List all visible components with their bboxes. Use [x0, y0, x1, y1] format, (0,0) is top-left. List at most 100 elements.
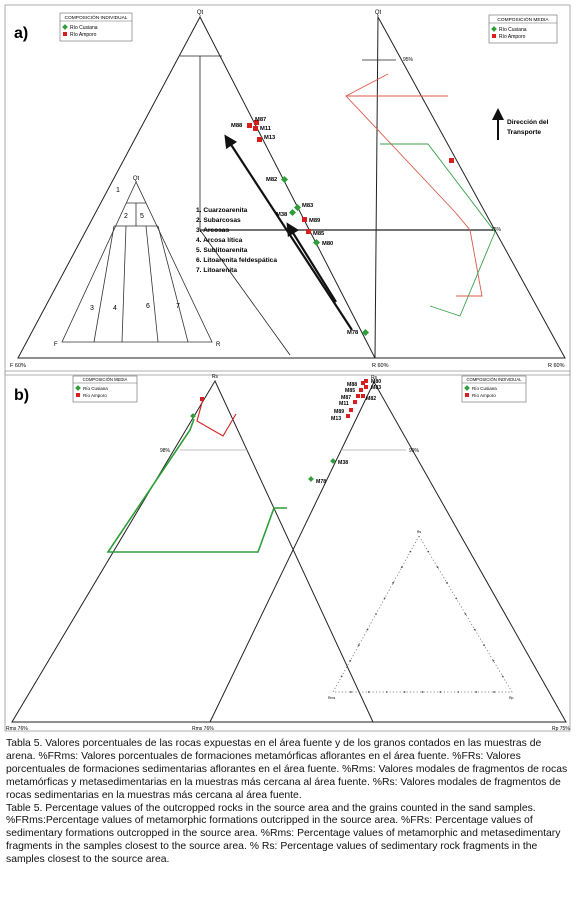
- inset-grid-dot: [464, 613, 467, 615]
- inset-grid-dot: [493, 691, 495, 693]
- legend-item-label: Río Amporo: [472, 393, 496, 398]
- inset-field-number: 5: [140, 213, 144, 220]
- sample-point-m38: M38: [330, 458, 348, 466]
- sample-point-m87: M87: [341, 394, 360, 401]
- inset-field-number: 6: [146, 303, 150, 310]
- legend-item-label: Río Cusiana: [472, 386, 497, 391]
- sample-point-m87: M87: [254, 117, 266, 125]
- sample-label: M78: [316, 479, 326, 485]
- apex-label-qt: Qt: [197, 10, 204, 16]
- inset-grid-dot: [446, 581, 448, 584]
- sample-point-m89: M89: [302, 217, 321, 224]
- legend-title: COMPOSICIÓN INDIVIDUAL: [65, 14, 128, 21]
- classification-item: 5. Sublitoarenita: [196, 247, 248, 254]
- inset-field-number: 3: [90, 305, 94, 312]
- inset-corner-r: R: [216, 342, 221, 348]
- line-label-98: 98%: [160, 448, 171, 454]
- amporo-field-line: [345, 73, 483, 297]
- inset-grid-dot: [439, 691, 442, 693]
- inset-grid-dot: [403, 691, 406, 693]
- caption-english: Table 5. Percentage values of the outcro…: [6, 802, 561, 866]
- inset-field-number: 2: [124, 213, 128, 220]
- panel-a: a) COMPOSICIÓN INDIVIDUAL Río Cusiana Rí…: [4, 4, 571, 376]
- inset-apex-label: Qt: [133, 176, 140, 182]
- inset-grid-dot: [357, 644, 360, 647]
- apex-label-rp: Rp 75%: [552, 726, 570, 732]
- inset-grid-dot: [367, 691, 370, 693]
- sample-label: M88: [231, 123, 243, 129]
- sample-label: M13: [331, 416, 341, 422]
- sample-point-m38: M38: [276, 208, 297, 218]
- classification-item: 2. Subarcosas: [196, 217, 241, 224]
- inset-grid-dot: [475, 691, 478, 693]
- inset-grid-dot: [350, 691, 352, 693]
- panel-b-label: b): [14, 387, 29, 404]
- inset-grid-dot: [421, 691, 424, 693]
- legend-item-label: Río Cusiana: [499, 27, 527, 33]
- panel-a-legend-right: COMPOSICIÓN MEDIA Río Cusiana Río Amporo: [488, 14, 558, 44]
- inset-grid-dot: [385, 691, 388, 693]
- cusiana-mean-marker: [190, 413, 196, 419]
- classification-item: 7. Litoarenita: [196, 267, 237, 274]
- diamond-marker-icon: [464, 385, 470, 391]
- panel-b-legend-left: COMPOSICIÓN MEDIA Río Cusiana Río Amporo: [72, 375, 138, 403]
- inset-grid-dot: [492, 659, 495, 662]
- classification-list: 1. Cuarzoarenita 2. Subarcosas 3. Arcosa…: [196, 207, 277, 274]
- inset-ternary: [61, 181, 213, 343]
- line-label-95: 95%: [403, 57, 414, 63]
- sample-label: M85: [345, 388, 355, 394]
- legend-item-label: Río Amporo: [83, 393, 107, 398]
- legend-title: COMPOSICIÓN INDIVIDUAL: [467, 377, 523, 382]
- panel-a-label: a): [14, 25, 28, 42]
- sample-point-m83: M83: [293, 203, 314, 212]
- classification-item: 3. Arcosas: [196, 227, 229, 234]
- sample-label: M82: [266, 177, 277, 183]
- inset-grid-dot: [340, 675, 343, 678]
- apex-label-rs: Rs: [371, 375, 378, 381]
- sample-label: M38: [276, 212, 288, 218]
- sample-label: M80: [371, 379, 381, 385]
- inset-grid-dot: [383, 597, 386, 600]
- legend-title: COMPOSICIÓN MEDIA: [83, 377, 128, 382]
- sample-label: M38: [338, 460, 348, 466]
- sample-point-m82: M82: [266, 175, 289, 184]
- inset-corner-right: Rp: [509, 696, 514, 700]
- apex-label-qt: Qt: [375, 10, 382, 16]
- apex-label-f: F 60%: [10, 363, 26, 369]
- inset-grid-dot: [366, 628, 369, 631]
- square-marker-icon: [492, 34, 496, 38]
- sample-label: M89: [334, 409, 344, 415]
- sample-point-m80: M80: [364, 379, 381, 385]
- sample-label: M11: [339, 401, 349, 407]
- ternary-qfr-left: [17, 15, 376, 359]
- transport-label: Transporte: [507, 129, 541, 136]
- apex-label-r-right: R 60%: [548, 363, 565, 369]
- caption: Tabla 5. Valores porcentuales de las roc…: [6, 738, 572, 867]
- sample-label: M88: [347, 382, 357, 388]
- apex-label-rms-mid: Rms 76%: [192, 726, 214, 732]
- amporo-mean-marker: [449, 158, 454, 163]
- sample-label: M11: [260, 126, 272, 132]
- inset-grid-dot: [392, 581, 395, 584]
- sample-point-m80: M80: [312, 238, 333, 247]
- sample-point-m82: M82: [361, 394, 376, 402]
- classification-item: 1. Cuarzoarenita: [196, 207, 248, 214]
- inset-grid-dot: [455, 597, 458, 600]
- inset-grid-dot: [473, 628, 476, 631]
- caption-spanish: Tabla 5. Valores porcentuales de las roc…: [6, 738, 568, 801]
- sample-label: M89: [309, 218, 321, 224]
- square-marker-icon: [465, 393, 469, 397]
- inset-grid-dot: [501, 675, 504, 678]
- sample-label: M87: [341, 395, 351, 401]
- inset-corner-f: F: [54, 342, 58, 348]
- sample-point-m13: M13: [331, 414, 350, 422]
- sample-point-m85: M85: [306, 229, 325, 237]
- apex-label-rs: Rs: [212, 374, 219, 380]
- panel-b-legend-right: COMPOSICIÓN INDIVIDUAL Río Cusiana Río A…: [461, 375, 527, 403]
- panel-a-legend-left: COMPOSICIÓN INDIVIDUAL Río Cusiana Río A…: [59, 12, 133, 42]
- panel-b: b) COMPOSICIÓN MEDIA Río Cusiana Río Amp…: [4, 370, 571, 732]
- amporo-field-line: [196, 398, 237, 437]
- sample-label: M80: [322, 241, 333, 247]
- sample-label: M82: [366, 396, 376, 402]
- inset-grid-dot: [375, 613, 377, 615]
